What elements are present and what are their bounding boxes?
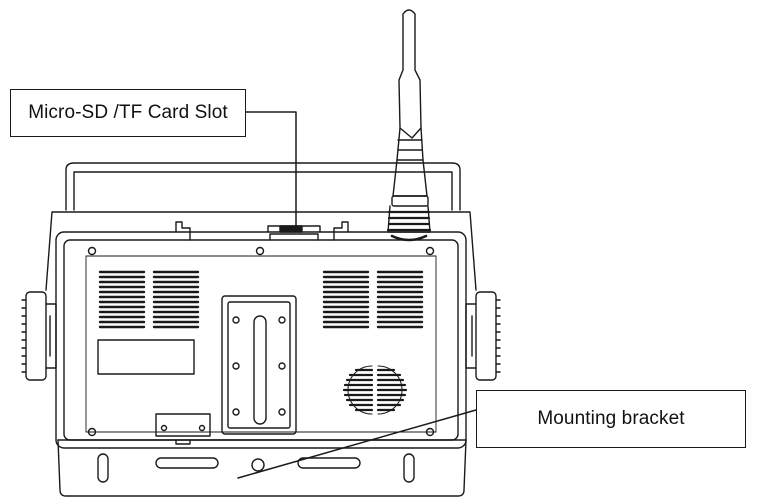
- mounting-bracket-callout: Mounting bracket: [476, 390, 746, 448]
- antenna: [386, 9, 432, 242]
- top-clips: [175, 221, 349, 241]
- right-knob: [465, 291, 501, 381]
- label-plate: [97, 339, 195, 375]
- vent-right: [322, 270, 424, 329]
- sd-slot-callout: Micro-SD /TF Card Slot: [10, 89, 246, 137]
- vesa-mount-plate: [221, 295, 297, 435]
- left-knob: [21, 291, 57, 381]
- sun-visor: [65, 162, 461, 211]
- mounting-bracket-label: Mounting bracket: [537, 408, 685, 429]
- sd-slot-label: Micro-SD /TF Card Slot: [28, 102, 228, 123]
- leader-lines: [237, 111, 477, 479]
- sd-card-slot: [279, 225, 303, 233]
- vent-left: [98, 270, 200, 329]
- bottom-plate: [155, 413, 211, 445]
- speaker-grille: [342, 365, 408, 415]
